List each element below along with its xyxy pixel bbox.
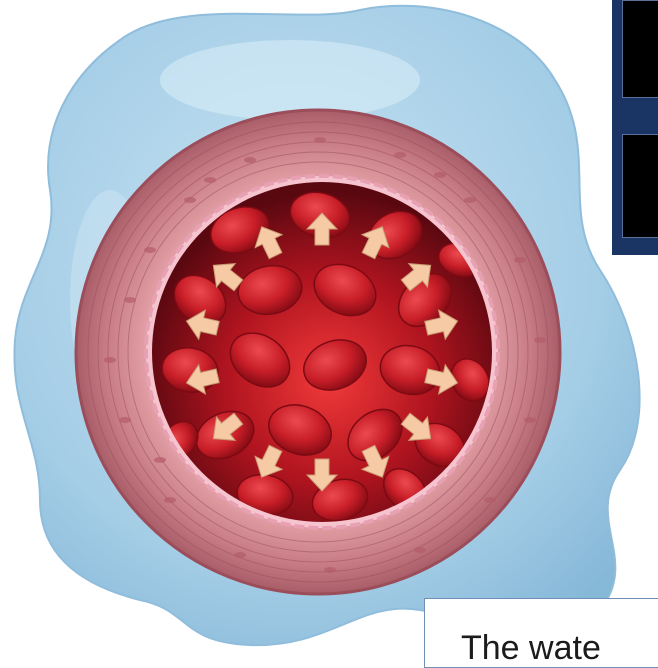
caption-text: The wate xyxy=(461,631,601,665)
slide-side-panel xyxy=(612,0,658,255)
panel-box-top xyxy=(622,0,658,98)
tissue-highlight xyxy=(160,40,420,120)
caption-box: The wate xyxy=(424,598,658,668)
panel-box-bottom xyxy=(622,134,658,238)
